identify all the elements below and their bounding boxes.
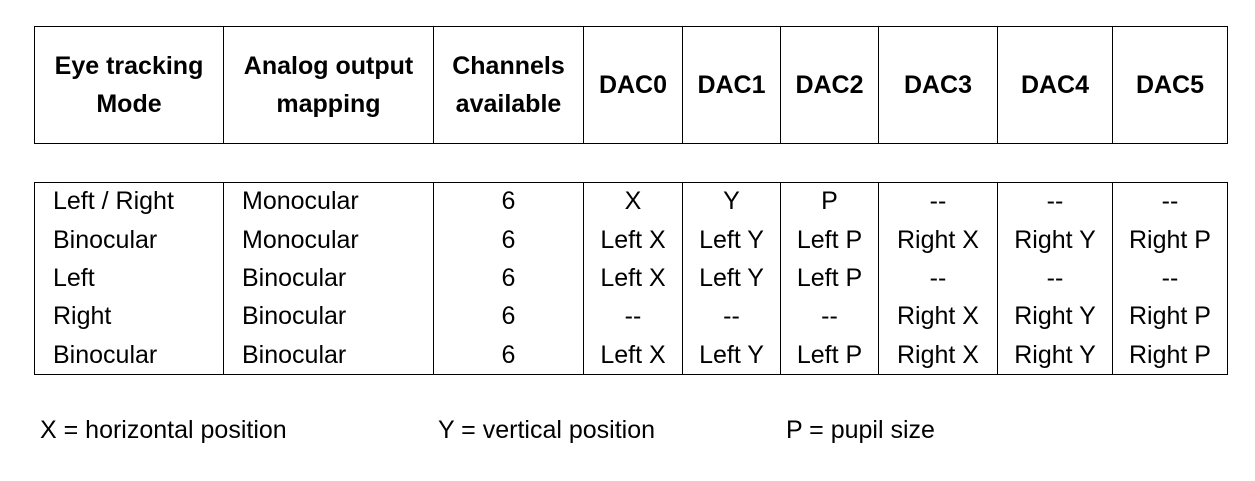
table-cell: Right X bbox=[878, 297, 998, 337]
header-row: Eye tracking Mode Analog output mapping … bbox=[34, 26, 1228, 144]
table-cell: -- bbox=[878, 181, 998, 221]
table-cell: -- bbox=[1112, 259, 1228, 298]
table-cell: -- bbox=[780, 297, 879, 337]
legend-y: Y = vertical position bbox=[438, 416, 656, 444]
table-cell: -- bbox=[1112, 181, 1228, 221]
header-cell: DAC2 bbox=[780, 26, 879, 144]
header-cell: Analog output mapping bbox=[223, 26, 434, 144]
table-cell: Right P bbox=[1112, 220, 1228, 260]
table-cell: Right P bbox=[1112, 336, 1228, 375]
table-cell: Left Y bbox=[682, 259, 781, 298]
table-cell: Left Y bbox=[682, 220, 781, 260]
header-cell: DAC3 bbox=[878, 26, 998, 144]
table-cell: Binocular bbox=[34, 220, 224, 260]
table-cell: Left X bbox=[583, 259, 683, 298]
table-cell: Binocular bbox=[34, 336, 224, 375]
header-cell: Channels available bbox=[433, 26, 584, 144]
legend-p: P = pupil size bbox=[786, 416, 935, 444]
table-cell: Right X bbox=[878, 336, 998, 375]
table-cell: Right X bbox=[878, 220, 998, 260]
table-cell: Left P bbox=[780, 220, 879, 260]
table-cell: -- bbox=[583, 297, 683, 337]
header-cell: DAC5 bbox=[1112, 26, 1228, 144]
table-cell: Right bbox=[34, 297, 224, 337]
dac-mapping-header: Eye tracking Mode Analog output mapping … bbox=[34, 26, 1228, 144]
table-cell: Binocular bbox=[223, 259, 434, 298]
table-cell: Monocular bbox=[223, 220, 434, 260]
table-cell: 6 bbox=[433, 220, 584, 260]
table-cell: Left P bbox=[780, 336, 879, 375]
table-cell: Left Y bbox=[682, 336, 781, 375]
table-cell: X bbox=[583, 181, 683, 221]
table-cell: Left X bbox=[583, 336, 683, 375]
legend-x: X = horizontal position bbox=[40, 416, 287, 444]
header-cell: DAC4 bbox=[997, 26, 1113, 144]
table-cell: -- bbox=[997, 181, 1113, 221]
table-cell: Left P bbox=[780, 259, 879, 298]
table-cell: Right Y bbox=[997, 297, 1113, 337]
table-cell: Binocular bbox=[223, 297, 434, 337]
table-cell: Left X bbox=[583, 220, 683, 260]
table-cell: Monocular bbox=[223, 181, 434, 221]
header-cell: Eye tracking Mode bbox=[34, 26, 224, 144]
table-cell: 6 bbox=[433, 181, 584, 221]
table-cell: -- bbox=[878, 259, 998, 298]
table-cell: -- bbox=[997, 259, 1113, 298]
table-cell: Left bbox=[34, 259, 224, 298]
table-cell: Y bbox=[682, 181, 781, 221]
header-cell: DAC0 bbox=[583, 26, 683, 144]
header-cell: DAC1 bbox=[682, 26, 781, 144]
table-cell: -- bbox=[682, 297, 781, 337]
table-cell: Right P bbox=[1112, 297, 1228, 337]
table-cell: 6 bbox=[433, 336, 584, 375]
table-cell: 6 bbox=[433, 297, 584, 337]
table-cell: Right Y bbox=[997, 336, 1113, 375]
table-cell: Right Y bbox=[997, 220, 1113, 260]
table-cell: P bbox=[780, 181, 879, 221]
table-cell: Binocular bbox=[223, 336, 434, 375]
table-cell: 6 bbox=[433, 259, 584, 298]
table-cell: Left / Right bbox=[34, 181, 224, 221]
